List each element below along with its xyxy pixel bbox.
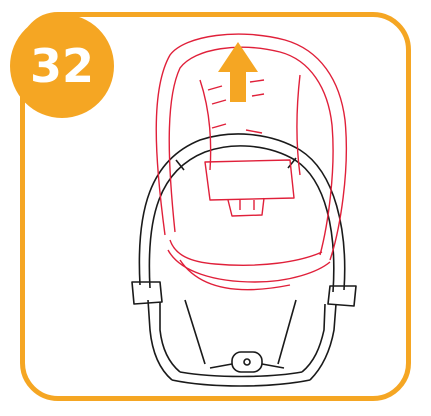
arrow-up-icon: [218, 42, 258, 102]
carrier-frame: [132, 134, 356, 386]
seat-cover: [156, 34, 346, 290]
